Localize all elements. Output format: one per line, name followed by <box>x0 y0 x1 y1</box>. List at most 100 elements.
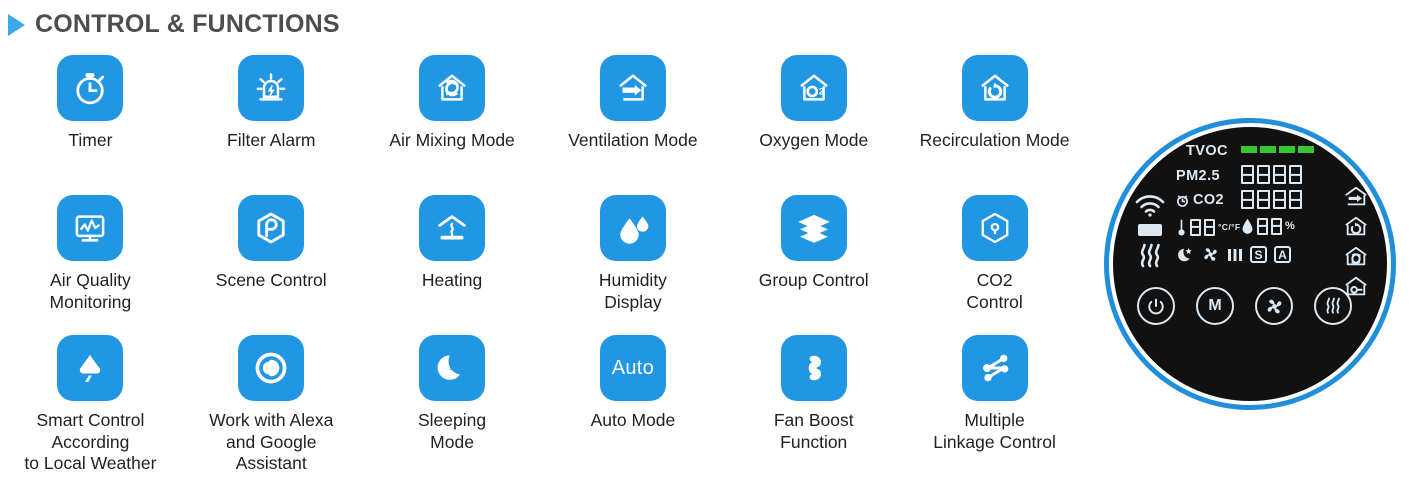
feature-item-recirculation-mode[interactable]: Recirculation Mode <box>904 55 1085 195</box>
feature-item-multiple-linkage-control[interactable]: Multiple Linkage Control <box>904 335 1085 475</box>
fan-icon <box>1204 248 1217 261</box>
feature-label: Fan Boost Function <box>773 410 854 452</box>
wifi-icon <box>1135 195 1165 222</box>
fan-icon <box>1267 299 1281 313</box>
page-header: CONTROL & FUNCTIONS <box>8 10 340 39</box>
seg-digit <box>1257 190 1270 209</box>
feature-item-sleeping-mode[interactable]: z Sleeping Mode <box>362 335 543 475</box>
feature-label: Work with Alexa and Google Assistant <box>209 410 334 474</box>
alarm-siren-icon <box>238 55 305 121</box>
feature-label: Multiple Linkage Control <box>933 410 1056 452</box>
feature-label: Heating <box>421 270 483 290</box>
house-recirculation-icon <box>1343 215 1369 244</box>
feature-item-scene-control[interactable]: Scene Control <box>181 195 362 335</box>
feature-item-heating[interactable]: Heating <box>362 195 543 335</box>
layers-stack-icon <box>780 195 847 261</box>
svg-text:2: 2 <box>819 87 824 97</box>
feature-item-oxygen-mode[interactable]: 2 Oxygen Mode <box>723 55 904 195</box>
fan-button-icon[interactable] <box>1255 287 1293 325</box>
feature-item-air-quality-monitoring[interactable]: Air Quality Monitoring <box>0 195 181 335</box>
feature-item-co2-control[interactable]: CO2 Control <box>904 195 1085 335</box>
feature-grid: Timer Filter Alarm Air Mi <box>0 55 1085 475</box>
heat-waves-icon <box>1138 242 1162 273</box>
tvoc-label: TVOC <box>1186 143 1228 159</box>
tvoc-bar <box>1241 146 1257 153</box>
filter-bar-icon <box>1138 224 1162 236</box>
house-arrow-in-icon <box>1343 185 1369 214</box>
tvoc-bars <box>1241 146 1314 153</box>
house-recirculation-icon <box>961 55 1028 121</box>
feature-item-air-mixing-mode[interactable]: Air Mixing Mode <box>362 55 543 195</box>
cloud-rain-icon <box>57 335 124 401</box>
feature-label: Sleeping Mode <box>418 410 487 452</box>
humidity-readout: % <box>1241 217 1295 235</box>
house-o2-icon <box>1343 275 1369 304</box>
power-button-icon[interactable] <box>1137 287 1175 325</box>
feature-label: Group Control <box>758 270 869 290</box>
feature-item-ventilation-mode[interactable]: Ventilation Mode <box>542 55 723 195</box>
roof-heat-icon <box>419 195 486 261</box>
temp-unit: °C/°F <box>1218 221 1241 232</box>
page-title: CONTROL & FUNCTIONS <box>35 10 340 38</box>
heat-button-icon[interactable] <box>1314 287 1352 325</box>
tvoc-bar <box>1298 146 1314 153</box>
feature-item-filter-alarm[interactable]: Filter Alarm <box>181 55 362 195</box>
stopwatch-icon <box>57 55 124 121</box>
hexagon-co2-icon <box>961 195 1028 261</box>
feature-label: Air Quality Monitoring <box>49 270 132 312</box>
feature-label: Smart Control According to Local Weather <box>24 410 157 474</box>
feature-label: Oxygen Mode <box>759 130 869 150</box>
monitor-waveform-icon <box>57 195 124 261</box>
clock-icon <box>1177 194 1188 207</box>
feature-item-smart-control-weather[interactable]: Smart Control According to Local Weather <box>0 335 181 475</box>
feature-item-group-control[interactable]: Group Control <box>723 195 904 335</box>
pm25-digits <box>1241 165 1302 184</box>
house-arrow-in-icon <box>599 55 666 121</box>
a-box-icon: A <box>1274 246 1291 263</box>
water-drops-icon <box>599 195 666 261</box>
feature-item-fan-boost[interactable]: Fan Boost Function <box>723 335 904 475</box>
moon-z-icon: z <box>419 335 486 401</box>
co2-label: CO2 <box>1193 192 1225 208</box>
seg-digit <box>1273 190 1286 209</box>
feature-item-auto-mode[interactable]: Auto Auto Mode <box>542 335 723 475</box>
seg-digit <box>1257 217 1268 235</box>
seg-digit <box>1190 218 1201 236</box>
panel-display-face: TVOC PM2.5 CO2 <box>1113 127 1387 401</box>
feature-label: Scene Control <box>215 270 327 290</box>
seg-digit <box>1204 218 1215 236</box>
drop-icon <box>1242 218 1253 234</box>
moon-star-icon <box>1178 247 1192 261</box>
house-air-mixing-icon <box>419 55 486 121</box>
feature-label: Ventilation Mode <box>568 130 698 150</box>
seg-digit <box>1271 217 1282 235</box>
alexa-ring-icon <box>238 335 305 401</box>
house-o2-icon: 2 <box>780 55 847 121</box>
feature-item-alexa-google-assistant[interactable]: Work with Alexa and Google Assistant <box>181 335 362 475</box>
feature-item-timer[interactable]: Timer <box>0 55 181 195</box>
temperature-readout: °C/°F <box>1176 217 1241 237</box>
seg-digit <box>1257 165 1270 184</box>
auto-text-icon: Auto <box>599 335 666 401</box>
panel-outer-ring <box>1104 118 1396 410</box>
status-icon-row: S A <box>1176 245 1291 264</box>
mode-button-icon[interactable]: M <box>1196 287 1234 325</box>
triangle-right-icon <box>8 13 25 36</box>
feature-label: Auto Mode <box>590 410 676 430</box>
auto-icon-text: Auto <box>611 356 655 379</box>
seg-digit <box>1241 190 1254 209</box>
thermometer-icon <box>1178 219 1185 236</box>
humidity-unit: % <box>1285 220 1296 232</box>
linkage-network-icon <box>961 335 1028 401</box>
speed-bars-icon <box>1228 248 1242 261</box>
seg-digit <box>1273 165 1286 184</box>
control-panel[interactable]: TVOC PM2.5 CO2 <box>1104 118 1396 410</box>
seg-digit <box>1241 165 1254 184</box>
feature-item-humidity-display[interactable]: Humidity Display <box>542 195 723 335</box>
feature-label: CO2 Control <box>966 270 1023 312</box>
co2-row: CO2 <box>1176 192 1224 208</box>
seg-digit <box>1289 165 1302 184</box>
s-box-icon: S <box>1250 246 1267 263</box>
feature-label: Timer <box>68 130 113 150</box>
feature-label: Air Mixing Mode <box>389 130 515 150</box>
